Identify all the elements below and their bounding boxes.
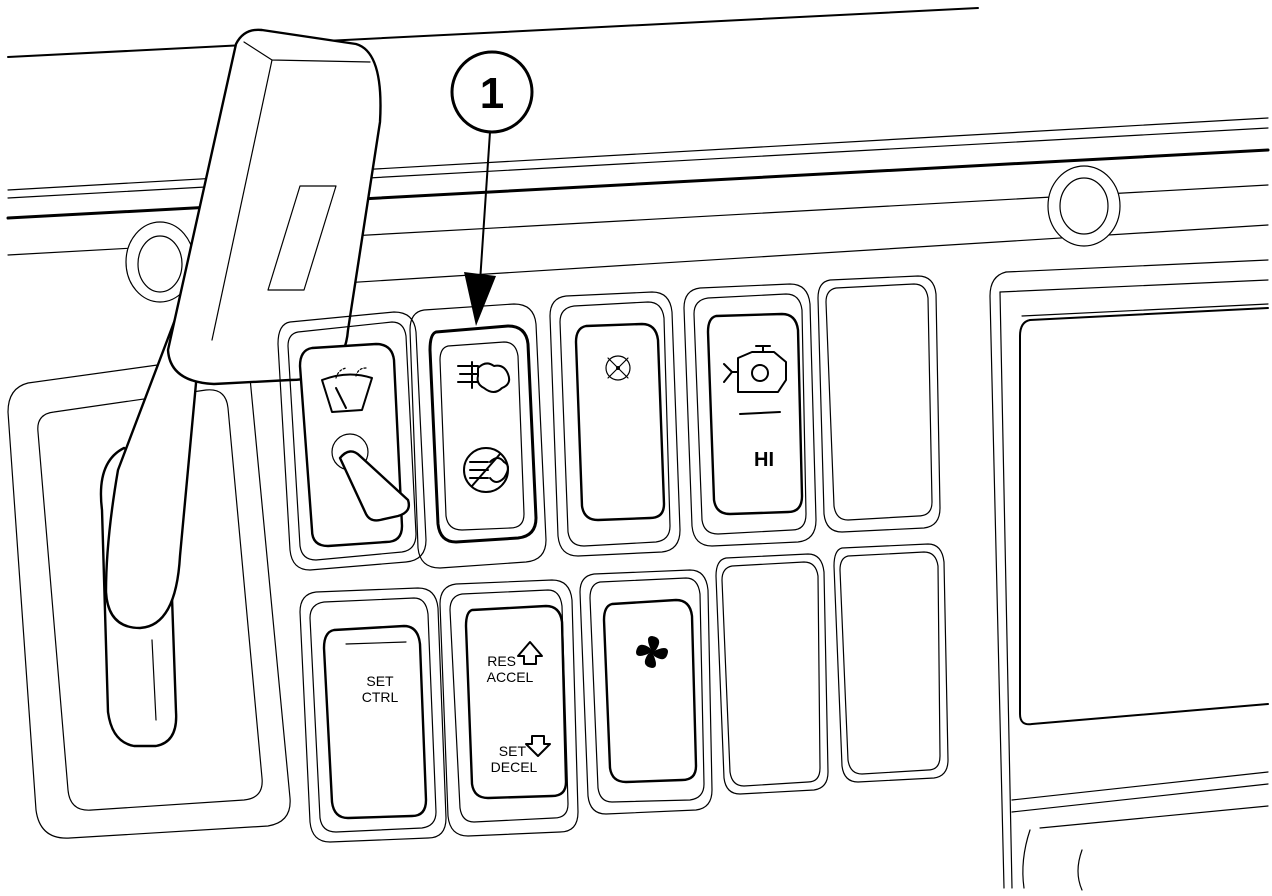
switch-cruise-res-set[interactable]: RES ACCEL SET DECEL [439, 579, 579, 837]
exhaust-regeneration-icon [457, 361, 511, 393]
callout-arrow [479, 131, 491, 283]
switch-unlabeled[interactable] [549, 291, 681, 557]
blank-slot-bottom-1 [715, 553, 829, 795]
mounting-bolt-left [125, 221, 195, 303]
fan-icon [636, 636, 668, 668]
callout-number: 1 [480, 69, 504, 118]
cruise-accel-label: ACCEL [487, 669, 534, 685]
set-ctrl-line1: SET [366, 673, 394, 689]
cruise-res-label: RES [487, 653, 516, 669]
display-panel [989, 259, 1269, 891]
set-ctrl-line2: CTRL [362, 689, 399, 705]
cruise-set-label: SET [499, 743, 527, 759]
switch-engine-brake[interactable]: HI [683, 283, 817, 547]
regeneration-inhibit-icon [463, 447, 509, 493]
callout-arrowhead [464, 272, 496, 326]
callout: 1 [450, 50, 534, 326]
blank-x-icon [605, 355, 631, 381]
callout-circle [450, 50, 534, 134]
arrow-up-icon [517, 641, 543, 665]
engine-brake-icon [723, 345, 787, 393]
selector-lever [99, 28, 382, 748]
blank-slot-top [817, 275, 941, 533]
windshield-wiper-washer-icon [321, 367, 373, 413]
cruise-decel-label: DECEL [491, 759, 538, 775]
switch-wiper[interactable] [277, 311, 427, 571]
mounting-bolt-right [1047, 165, 1121, 247]
arrow-down-icon [525, 735, 551, 757]
engine-brake-level-label: HI [754, 449, 774, 471]
switch-set-ctrl[interactable]: SET CTRL [299, 587, 447, 843]
switch-regen[interactable] [409, 303, 547, 569]
blank-slot-bottom-2 [833, 543, 949, 783]
switch-fan[interactable] [579, 569, 713, 815]
